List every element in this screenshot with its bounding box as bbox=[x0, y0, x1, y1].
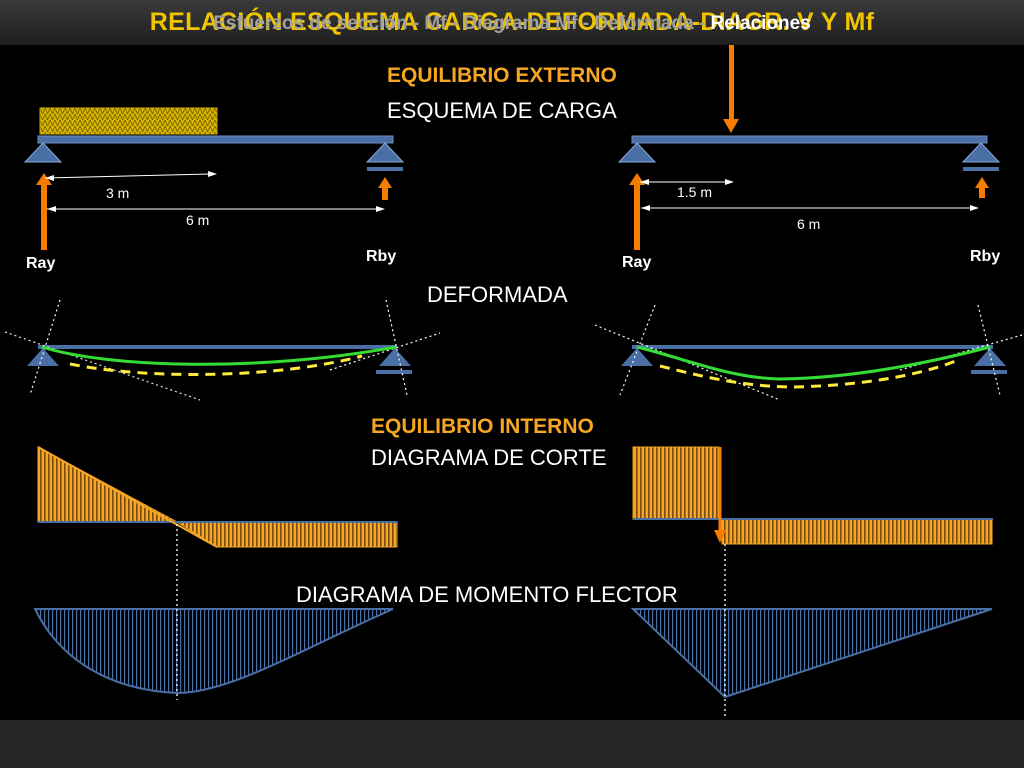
right-reaction-b-arrowhead bbox=[975, 177, 989, 188]
left-shear-diagram bbox=[37, 446, 398, 548]
section-deformed: DEFORMADA bbox=[427, 282, 568, 307]
right-reaction-b-label: Rby bbox=[970, 248, 1001, 265]
section-moment-diagram: DIAGRAMA DE MOMENTO FLECTOR bbox=[296, 582, 678, 607]
footer-bar bbox=[0, 720, 1024, 768]
left-dim-partial-label: 3 m bbox=[106, 185, 130, 201]
section-external-equilibrium: EQUILIBRIO EXTERNO bbox=[387, 64, 617, 87]
right-dashed-curve bbox=[659, 358, 959, 389]
left-reaction-a-label: Ray bbox=[26, 255, 56, 272]
point-load-arrow bbox=[729, 45, 734, 121]
left-moment-diagram bbox=[33, 524, 394, 700]
section-shear-diagram: DIAGRAMA DE CORTE bbox=[371, 445, 607, 470]
right-elastic-curve bbox=[636, 345, 991, 381]
left-beam bbox=[37, 135, 394, 144]
right-load-scheme bbox=[617, 45, 1001, 250]
page-title: RELACIÓN ESQUEMA CARGA-DEFORMADA-DIAGR. … bbox=[149, 8, 875, 36]
right-roller-support bbox=[961, 142, 1001, 163]
left-dim-3m bbox=[44, 173, 211, 179]
left-roller-base bbox=[367, 167, 403, 171]
footer-highlight: Relaciones bbox=[710, 13, 811, 34]
right-dim-partial-label: 1.5 m bbox=[677, 184, 713, 200]
right-deformed-shape bbox=[594, 304, 1023, 401]
left-reaction-b-label: Rby bbox=[366, 248, 397, 265]
footer-text: Esfuerzos de sección - Mf - Diagrama Mf … bbox=[0, 0, 1024, 48]
right-shear-diagram bbox=[632, 446, 993, 545]
distributed-load bbox=[39, 107, 218, 135]
left-dim-total-label: 6 m bbox=[186, 212, 210, 228]
left-elastic-curve bbox=[41, 345, 397, 366]
left-reaction-b-arrowhead bbox=[378, 177, 392, 188]
left-load-scheme bbox=[23, 107, 405, 250]
footer-main-text: Esfuerzos de sección - Mf - Diagrama Mf … bbox=[213, 13, 711, 34]
right-dim-total-label: 6 m bbox=[797, 216, 821, 232]
left-deformed-shape bbox=[4, 299, 441, 401]
left-reaction-a-arrowhead bbox=[36, 173, 52, 185]
beam-diagram bbox=[4, 45, 1023, 716]
left-pin-support bbox=[23, 142, 63, 163]
right-beam bbox=[631, 135, 988, 144]
title-bar bbox=[0, 0, 1024, 45]
left-reaction-b-arrow bbox=[382, 186, 388, 200]
right-moment-diagram bbox=[630, 544, 993, 716]
right-reaction-b-arrow bbox=[979, 186, 985, 198]
right-pin-support bbox=[617, 142, 657, 163]
section-internal-equilibrium: EQUILIBRIO INTERNO bbox=[371, 415, 594, 438]
right-reaction-a-label: Ray bbox=[622, 254, 652, 271]
left-dashed-curve bbox=[69, 354, 363, 376]
left-reaction-a-arrow bbox=[41, 183, 47, 250]
right-roller-base bbox=[963, 167, 999, 171]
section-load-scheme: ESQUEMA DE CARGA bbox=[387, 98, 617, 123]
right-reaction-a-arrowhead bbox=[629, 173, 645, 185]
point-load-arrowhead bbox=[723, 119, 739, 133]
right-reaction-a-arrow bbox=[634, 183, 640, 250]
left-roller-support bbox=[365, 142, 405, 163]
